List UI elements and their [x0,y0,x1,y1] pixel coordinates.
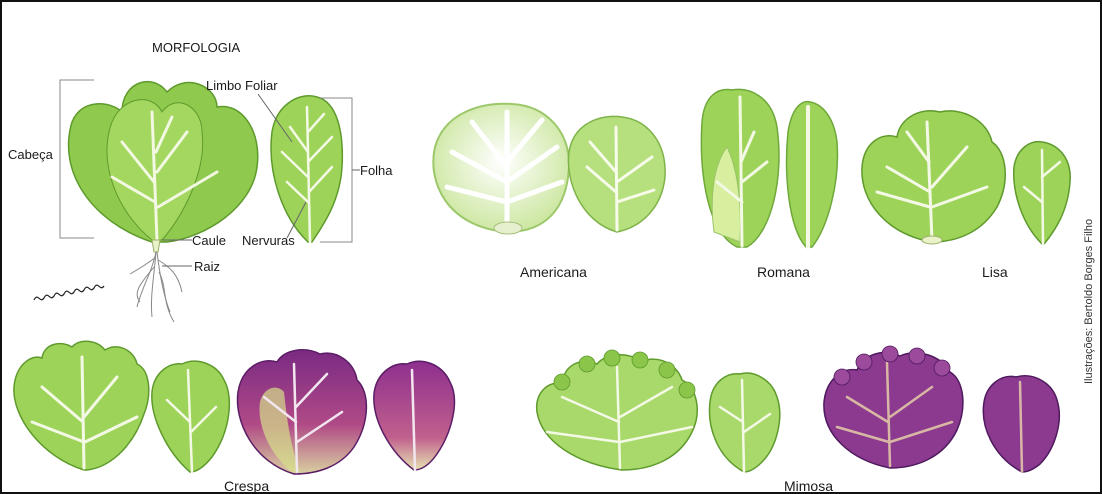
crespa-purple-head [237,350,366,474]
crespa-green-leaf [152,361,230,472]
mimosa-green-leaf [709,373,779,472]
label-head: Cabeça [8,147,54,162]
label-leaf: Folha [360,163,393,178]
romana-head [701,89,779,247]
morphology-lettuce-head [69,82,258,252]
mimosa-purple-head [824,346,963,468]
label-root: Raiz [194,259,220,274]
artist-signature [34,285,104,300]
mimosa-purple-leaf [983,376,1059,472]
variety-name-lisa: Lisa [982,264,1008,280]
lisa-head [862,111,1005,244]
americana-leaf [568,116,665,232]
crespa-green-head [14,341,149,470]
label-veins: Nervuras [242,233,295,248]
variety-name-americana: Americana [520,264,587,280]
lisa-leaf [1014,142,1070,244]
mimosa-green-head [537,350,698,470]
illustration-credit: Ilustrações: Bertoldo Borges Filho [1083,219,1095,384]
americana-head [433,104,569,234]
crespa-purple-leaf [374,361,455,470]
variety-name-crespa: Crespa [224,478,269,492]
variety-name-mimosa: Mimosa [784,478,833,492]
label-leaf-blade: Limbo Foliar [206,78,278,93]
morphology-roots [130,252,182,322]
romana-leaf [787,102,838,247]
label-stem: Caule [192,233,226,248]
morphology-single-leaf [271,96,342,242]
morphology-title: MORFOLOGIA [152,40,240,55]
variety-name-romana: Romana [757,264,810,280]
